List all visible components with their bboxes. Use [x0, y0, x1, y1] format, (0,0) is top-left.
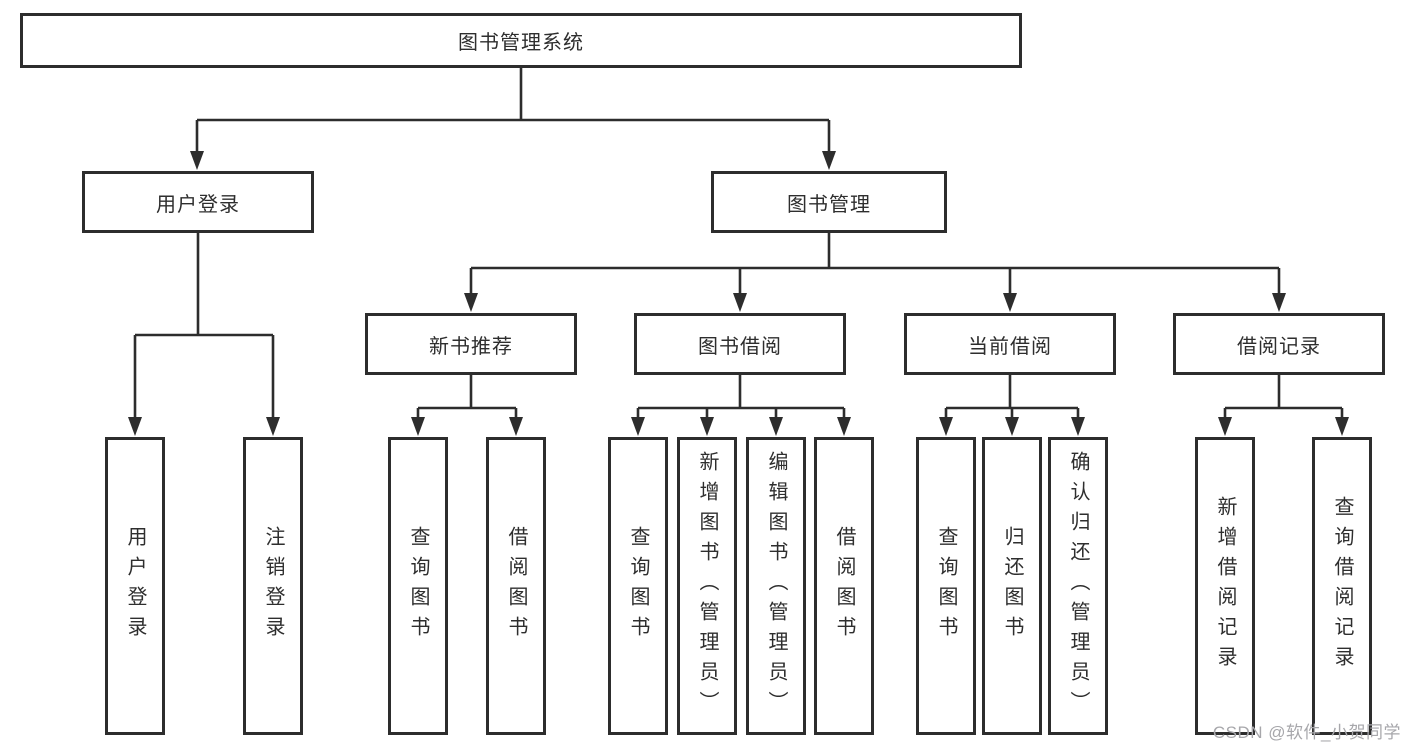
leaf-query-book-1: 查询图书	[388, 437, 448, 735]
leaf-edit-book-admin: 编辑图书（管理员）	[746, 437, 806, 735]
node-book-borrow-label: 图书借阅	[698, 335, 782, 358]
leaf-return-book: 归还图书	[982, 437, 1042, 735]
leaf-logout: 注销登录	[243, 437, 303, 735]
csdn-watermark: CSDN @软件_小贺同学	[1212, 723, 1401, 742]
node-new-book-recommend: 新书推荐	[365, 313, 577, 375]
node-new-book-recommend-label: 新书推荐	[429, 335, 513, 358]
leaf-return-book-label: 归还图书	[1001, 526, 1023, 646]
leaf-borrow-book-2-label: 借阅图书	[833, 526, 855, 646]
leaf-query-borrow-record: 查询借阅记录	[1312, 437, 1372, 735]
node-borrow-record-label: 借阅记录	[1237, 335, 1321, 358]
leaf-query-book-3-label: 查询图书	[935, 526, 957, 646]
node-user-login-label: 用户登录	[156, 193, 240, 216]
leaf-query-book-3: 查询图书	[916, 437, 976, 735]
leaf-query-book-1-label: 查询图书	[407, 526, 429, 646]
node-current-borrow: 当前借阅	[904, 313, 1116, 375]
node-book-borrow: 图书借阅	[634, 313, 846, 375]
node-book-management: 图书管理	[711, 171, 947, 233]
leaf-logout-label: 注销登录	[262, 526, 284, 646]
leaf-edit-book-admin-label: 编辑图书（管理员）	[765, 451, 787, 721]
leaf-query-borrow-record-label: 查询借阅记录	[1331, 496, 1353, 676]
leaf-query-book-2-label: 查询图书	[627, 526, 649, 646]
leaf-add-book-admin: 新增图书（管理员）	[677, 437, 737, 735]
node-current-borrow-label: 当前借阅	[968, 335, 1052, 358]
leaf-borrow-book-2: 借阅图书	[814, 437, 874, 735]
leaf-user-login: 用户登录	[105, 437, 165, 735]
leaf-add-book-admin-label: 新增图书（管理员）	[696, 451, 718, 721]
leaf-add-borrow-record: 新增借阅记录	[1195, 437, 1255, 735]
node-borrow-record: 借阅记录	[1173, 313, 1385, 375]
node-book-management-label: 图书管理	[787, 193, 871, 216]
node-root-label: 图书管理系统	[458, 32, 584, 54]
node-user-login: 用户登录	[82, 171, 314, 233]
leaf-borrow-book-1: 借阅图书	[486, 437, 546, 735]
leaf-borrow-book-1-label: 借阅图书	[505, 526, 527, 646]
leaf-confirm-return-admin-label: 确认归还（管理员）	[1067, 451, 1089, 721]
leaf-confirm-return-admin: 确认归还（管理员）	[1048, 437, 1108, 735]
node-root: 图书管理系统	[20, 13, 1022, 68]
leaf-add-borrow-record-label: 新增借阅记录	[1214, 496, 1236, 676]
leaf-user-login-label: 用户登录	[124, 526, 146, 646]
leaf-query-book-2: 查询图书	[608, 437, 668, 735]
